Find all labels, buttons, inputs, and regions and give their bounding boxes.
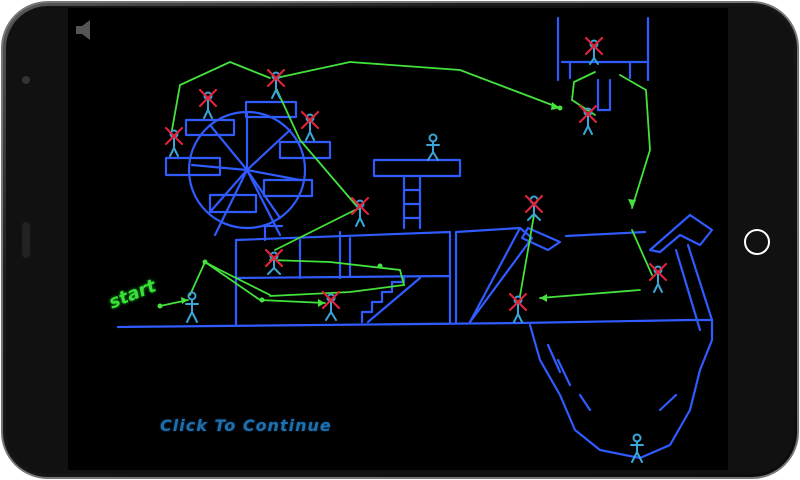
front-camera [22,76,30,84]
continue-button[interactable]: Click To Continue [160,416,332,435]
game-screen[interactable] [68,8,728,470]
home-button-icon[interactable] [744,229,770,255]
side-key [22,222,30,258]
speaker-muted-icon[interactable] [74,18,100,42]
